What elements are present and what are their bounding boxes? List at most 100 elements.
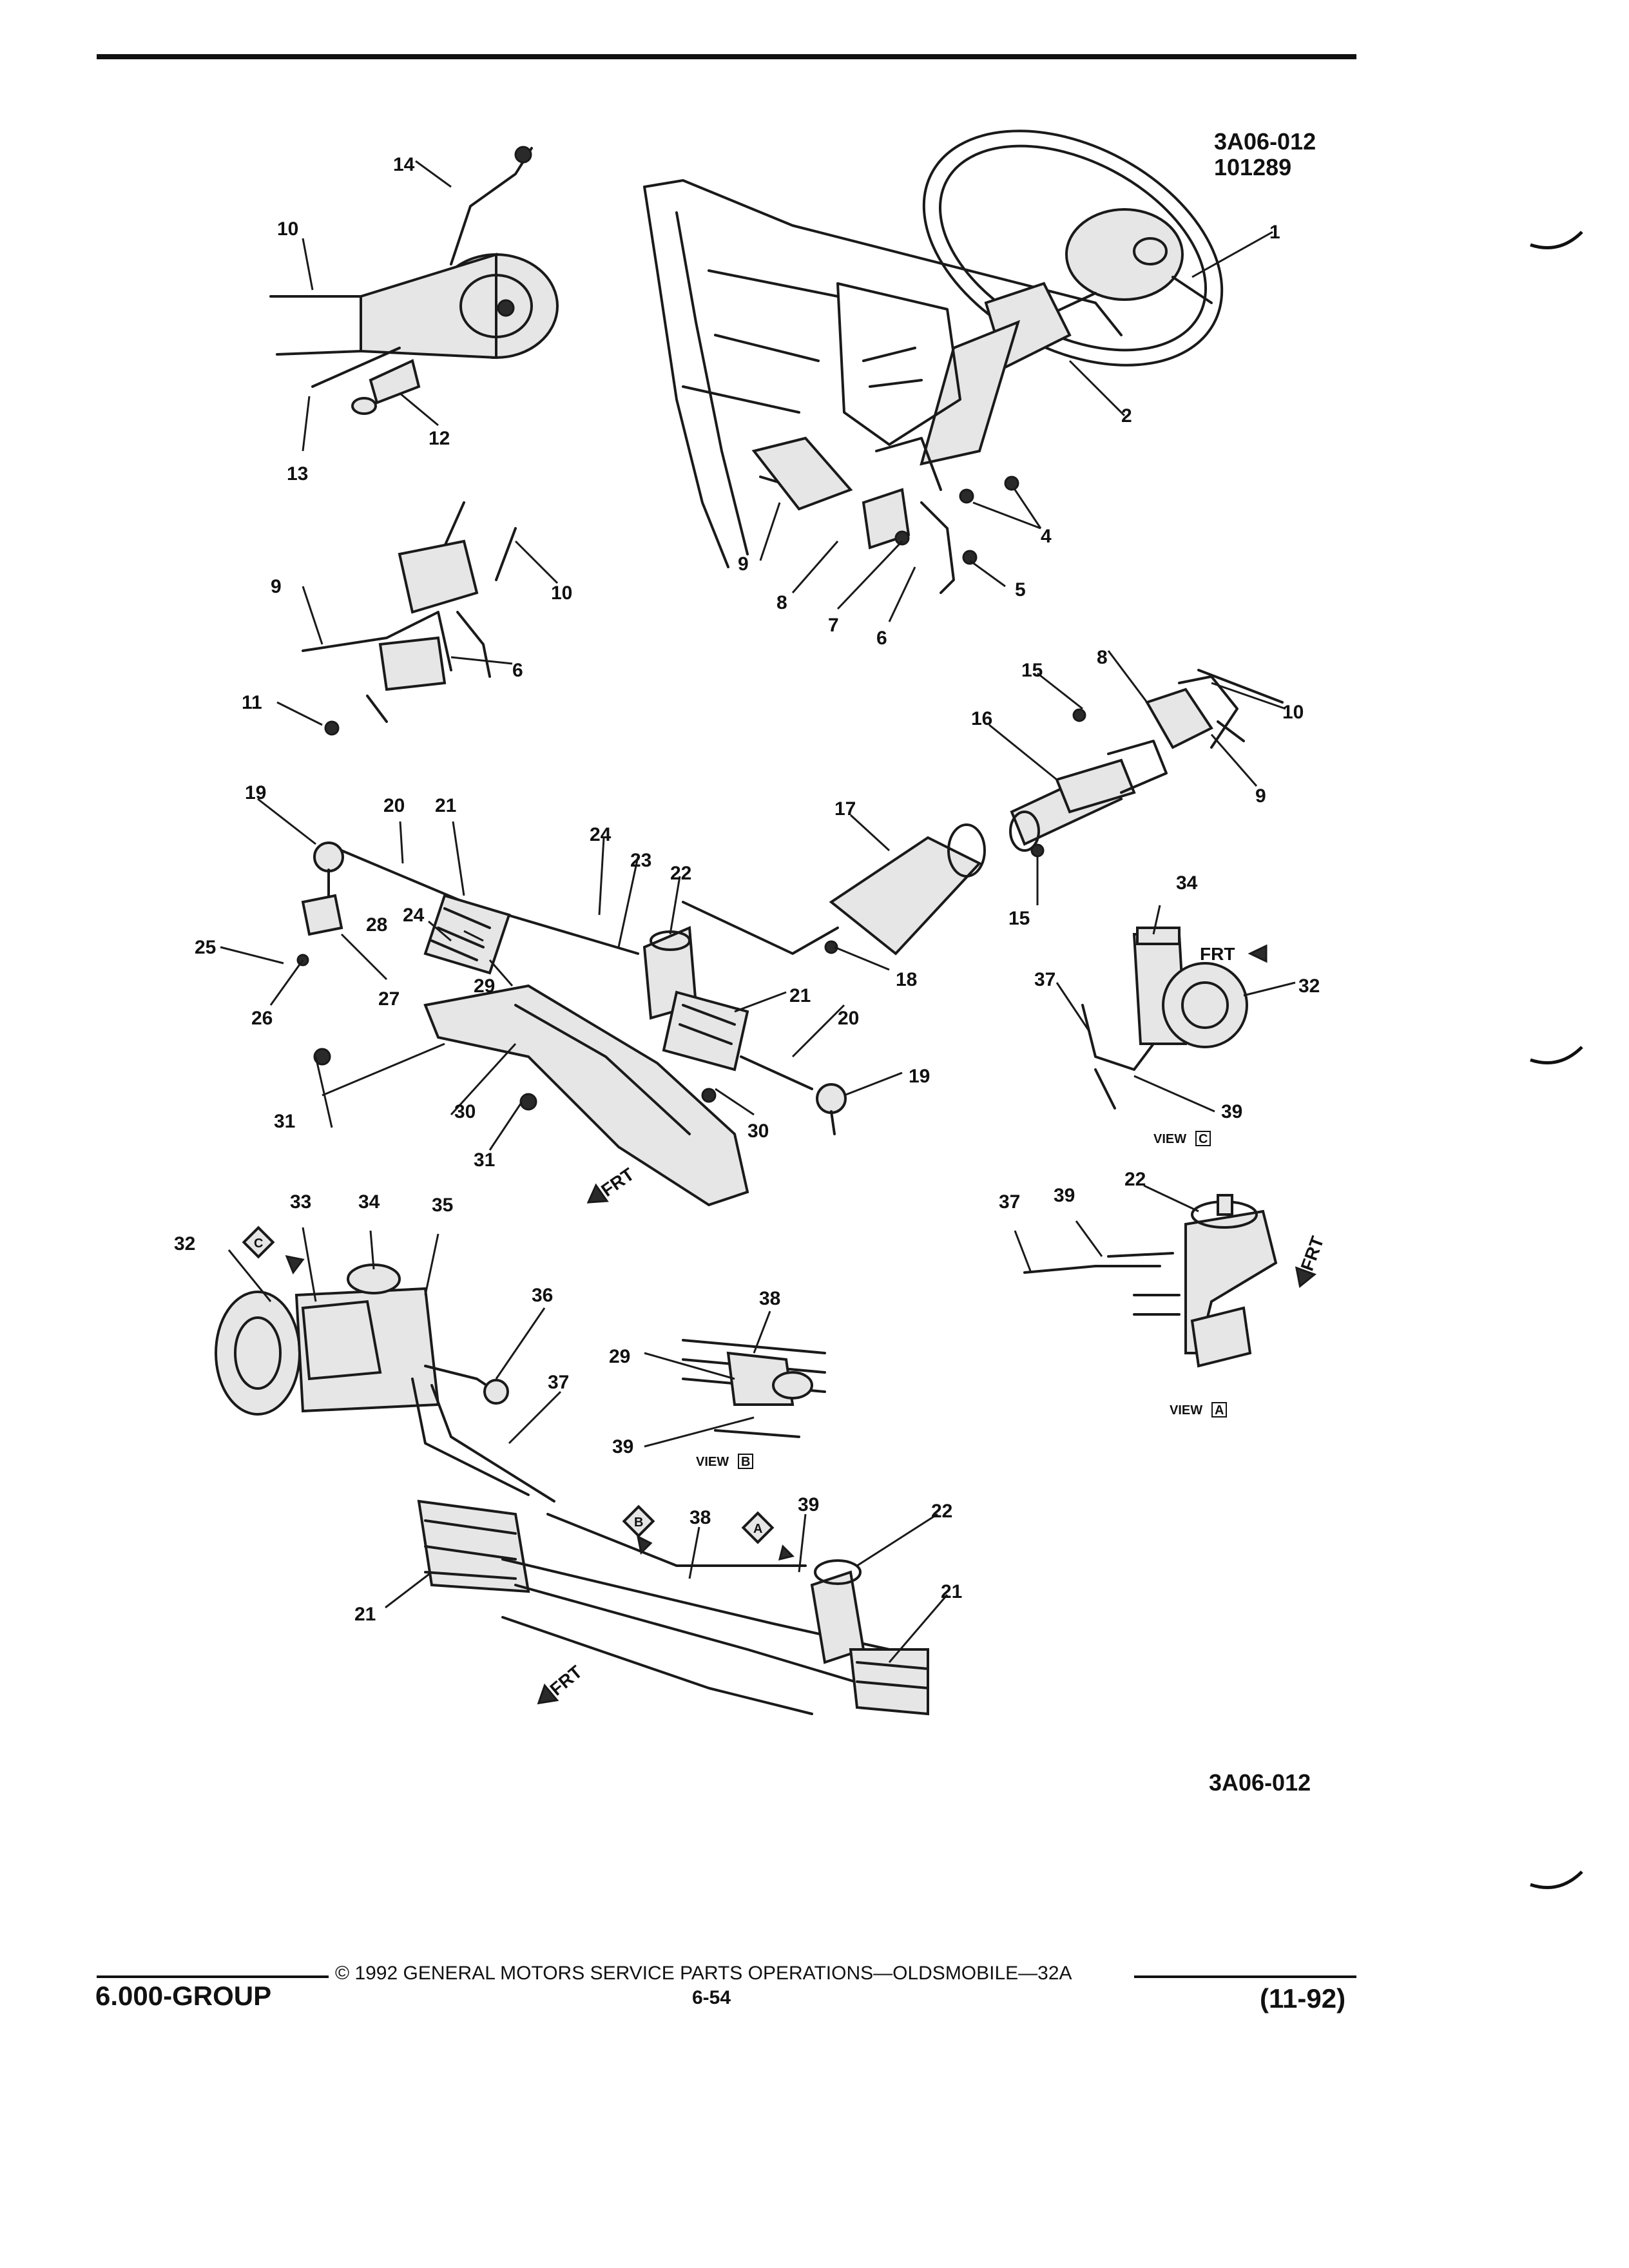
callout-38: 38 xyxy=(759,1288,780,1309)
svg-text:VIEW: VIEW xyxy=(1153,1132,1186,1146)
margin-mark xyxy=(1530,1046,1583,1064)
callout-10: 10 xyxy=(277,218,298,240)
svg-text:C: C xyxy=(254,1236,263,1251)
callout-30b: 30 xyxy=(747,1120,769,1142)
callout-1: 1 xyxy=(1269,222,1280,243)
callout-19b: 19 xyxy=(909,1066,930,1087)
callout-2: 2 xyxy=(1121,405,1132,427)
view-b-direction-marker: B xyxy=(622,1504,655,1555)
group-number: 6.000-GROUP xyxy=(95,1981,272,2011)
svg-text:C: C xyxy=(1199,1132,1208,1146)
callout-6b: 6 xyxy=(512,660,523,681)
rack-assembly-lower xyxy=(417,1499,929,1716)
callout-19: 19 xyxy=(245,782,266,803)
power-steering-pump xyxy=(215,1264,555,1503)
steering-column xyxy=(751,282,1072,594)
figure-code-bottom: 3A06-012 xyxy=(1209,1769,1311,1796)
callout-9c: 9 xyxy=(1255,785,1266,807)
callout-21c: 21 xyxy=(941,1581,962,1602)
callout-15b: 15 xyxy=(1008,908,1030,929)
view-a-valve xyxy=(1023,1194,1278,1368)
rack-and-pinion xyxy=(313,841,847,1135)
callout-9: 9 xyxy=(738,553,749,575)
turn-signal-assembly xyxy=(269,146,559,415)
callout-22b: 22 xyxy=(1124,1169,1146,1190)
callout-14: 14 xyxy=(393,154,415,175)
view-b-clip xyxy=(682,1339,826,1438)
margin-mark xyxy=(1530,231,1583,249)
callout-8b: 8 xyxy=(1097,647,1108,668)
front-arrow-c: FRT xyxy=(1200,944,1268,964)
callout-25: 25 xyxy=(195,937,216,958)
column-bracket-detail xyxy=(302,501,517,736)
callout-20: 20 xyxy=(383,795,405,816)
callout-34: 34 xyxy=(1176,872,1198,894)
callout-18: 18 xyxy=(896,969,917,990)
view-c-pump xyxy=(1081,927,1248,1110)
page-number: 6-54 xyxy=(692,1987,731,2008)
callout-8: 8 xyxy=(776,592,787,613)
figure-code-header: 3A06-012 101289 xyxy=(1214,129,1316,180)
callout-numbers: 1 2 4 5 6 7 8 9 14 10 13 12 9 10 6 11 15… xyxy=(174,154,1320,1625)
view-c-direction-marker: C xyxy=(242,1225,305,1275)
column-bracket-right xyxy=(1145,669,1284,749)
callout-39d: 39 xyxy=(798,1494,819,1515)
top-rule xyxy=(97,54,1356,59)
figure-date: 101289 xyxy=(1214,154,1292,180)
callout-15: 15 xyxy=(1021,660,1043,681)
svg-text:B: B xyxy=(741,1455,750,1469)
callout-13: 13 xyxy=(287,463,308,485)
callout-32: 32 xyxy=(1298,975,1320,997)
callout-9b: 9 xyxy=(271,576,282,597)
view-label-c: VIEW C xyxy=(1153,1131,1211,1146)
figure-code: 3A06-012 xyxy=(1214,128,1316,155)
callout-16: 16 xyxy=(971,708,992,729)
callout-17: 17 xyxy=(834,798,856,820)
callout-31: 31 xyxy=(274,1111,295,1132)
callout-35: 35 xyxy=(432,1195,453,1216)
margin-mark xyxy=(1530,1870,1583,1889)
callout-6: 6 xyxy=(876,628,887,649)
view-label-a: VIEW A xyxy=(1170,1402,1227,1418)
callout-26: 26 xyxy=(251,1008,273,1029)
callout-32b: 32 xyxy=(174,1233,195,1254)
callout-21: 21 xyxy=(435,795,456,816)
svg-text:VIEW: VIEW xyxy=(696,1455,729,1469)
callout-30: 30 xyxy=(454,1101,476,1122)
callout-36: 36 xyxy=(532,1285,553,1306)
footer-rule-left xyxy=(97,1975,329,1978)
callout-23: 23 xyxy=(630,850,651,871)
crossmember xyxy=(296,894,749,1207)
steering-wheel xyxy=(922,130,1224,367)
svg-text:A: A xyxy=(1215,1403,1224,1418)
callout-38b: 38 xyxy=(689,1507,711,1528)
callout-10c: 10 xyxy=(1282,702,1304,723)
callout-31b: 31 xyxy=(474,1149,495,1171)
footer-rule-right xyxy=(1134,1975,1356,1978)
callout-21b: 21 xyxy=(789,985,811,1006)
leader-lines xyxy=(220,160,1296,1663)
view-a-direction-marker: A xyxy=(741,1511,795,1561)
intermediate-shaft xyxy=(824,708,1168,956)
callout-37: 37 xyxy=(1034,969,1055,990)
frt-label: FRT xyxy=(1200,944,1235,964)
callout-33: 33 xyxy=(290,1191,311,1213)
svg-text:A: A xyxy=(753,1522,762,1536)
callout-24: 24 xyxy=(590,824,612,845)
callout-24b: 24 xyxy=(403,905,425,926)
svg-text:B: B xyxy=(634,1515,643,1530)
callout-4: 4 xyxy=(1041,526,1052,547)
callout-39c: 39 xyxy=(612,1436,633,1457)
front-arrow-view-a: FRT xyxy=(1295,1234,1327,1289)
callout-11: 11 xyxy=(242,692,262,713)
callout-37b: 37 xyxy=(999,1191,1020,1213)
callout-7: 7 xyxy=(828,615,839,636)
callout-20b: 20 xyxy=(838,1008,859,1029)
callout-12: 12 xyxy=(429,428,450,449)
callout-27: 27 xyxy=(378,988,400,1010)
callout-5: 5 xyxy=(1015,579,1026,601)
callout-34b: 34 xyxy=(358,1191,380,1213)
callout-39b: 39 xyxy=(1054,1185,1075,1206)
callout-10b: 10 xyxy=(551,582,572,604)
